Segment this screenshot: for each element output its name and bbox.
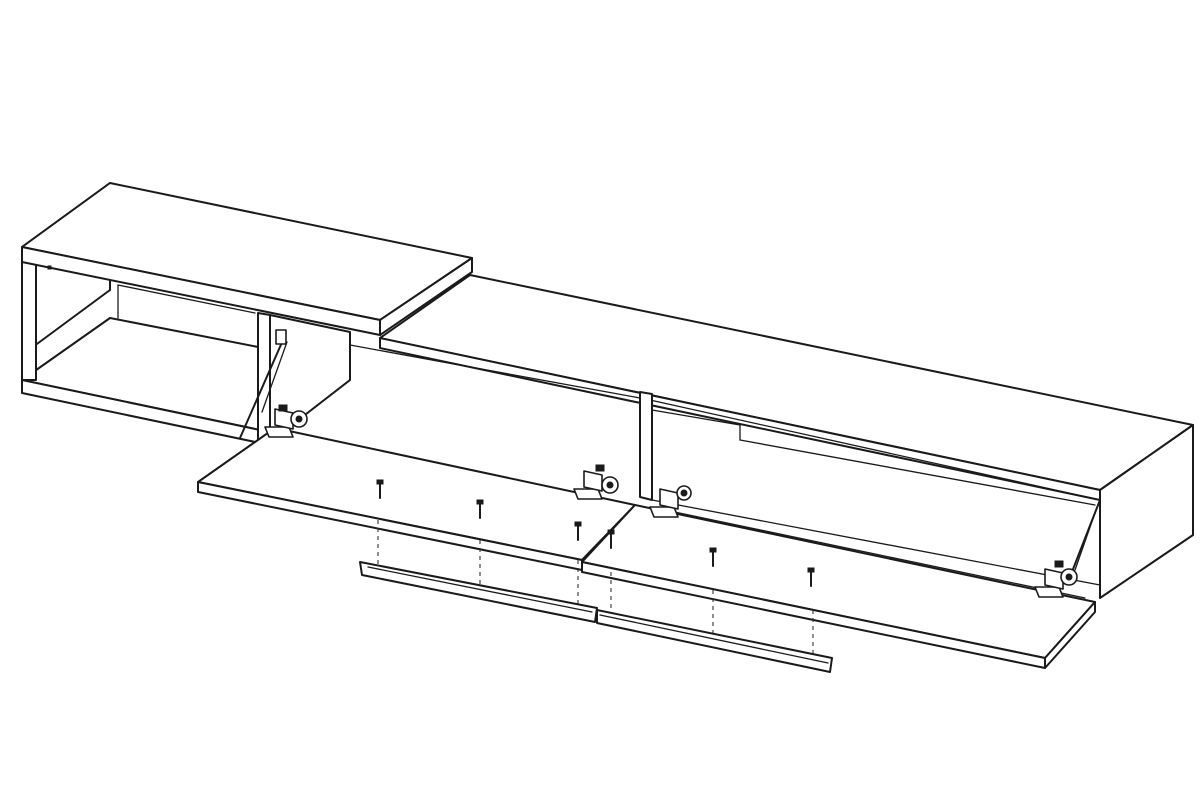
- left-flap-door: [197, 427, 636, 571]
- upper-shelf-box: [21, 182, 473, 444]
- screw-icon: [476, 499, 484, 519]
- screws: [376, 479, 815, 587]
- left-rail: [359, 561, 598, 623]
- upper-shelf-right-side: [257, 312, 271, 443]
- screw-icon: [574, 521, 582, 541]
- left-flap-panel: [197, 427, 636, 561]
- lower-cabinet: [349, 274, 1194, 599]
- right-rail: [596, 609, 833, 673]
- hinges: [264, 404, 1078, 598]
- hinge-icon: [649, 485, 692, 518]
- screw-icon: [376, 479, 384, 499]
- hinge-icon: [264, 404, 308, 438]
- flap-stays: [239, 329, 1101, 583]
- left-stay: [239, 339, 284, 439]
- upper-shelf-top-right: [379, 257, 473, 336]
- right-flap-side: [1044, 601, 1096, 669]
- upper-shelf-left-post: [21, 259, 37, 381]
- screw-icon: [709, 547, 717, 567]
- right-flap-door: [581, 504, 1096, 669]
- screw-icon: [607, 529, 615, 549]
- hinge-icon: [1034, 560, 1078, 598]
- lower-cabinet-divider: [639, 391, 653, 501]
- hinge-icon: [573, 464, 619, 500]
- rails: [359, 561, 833, 673]
- upper-shelf-right-inner: [269, 314, 351, 443]
- screw-icon: [807, 567, 815, 587]
- left-stay-bracket: [275, 329, 287, 345]
- lower-cabinet-top: [379, 274, 1194, 491]
